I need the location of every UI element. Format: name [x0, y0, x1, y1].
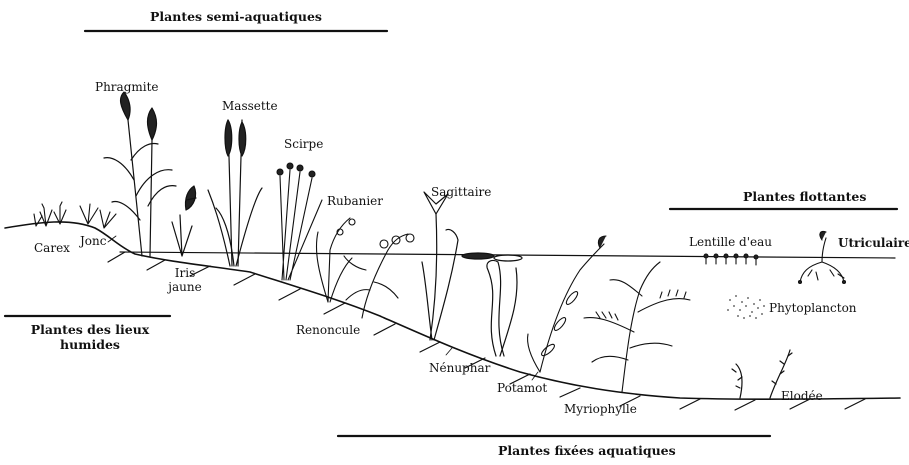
label-lentille-deau: Lentille d'eau: [689, 235, 772, 249]
myriophylle-drawing: [584, 262, 690, 392]
label-scirpe: Scirpe: [284, 137, 323, 151]
label-nenuphar: Nénuphar: [429, 361, 490, 375]
scirpe-drawing: [277, 163, 322, 280]
label-potamot: Potamot: [497, 381, 547, 395]
label-phytoplancton: Phytoplancton: [769, 301, 857, 315]
label-massette: Massette: [222, 99, 278, 113]
massette-drawing: [208, 120, 262, 266]
label-renoncule: Renoncule: [296, 323, 360, 337]
potamot-drawing: [528, 236, 607, 372]
sagittaire-drawing: [422, 192, 458, 340]
wet-places-heading-line2: humides: [6, 337, 174, 352]
wet-places-plants-heading: Plantes des lieux humides: [6, 322, 174, 352]
label-myriophylle: Myriophylle: [564, 402, 637, 416]
soil-hatching: [108, 252, 865, 410]
lentille-drawing: [704, 254, 758, 265]
iris-drawing: [172, 186, 196, 256]
label-carex: Carex: [34, 241, 70, 255]
label-utriculaire: Utriculaire: [838, 236, 909, 250]
semi-aquatic-plants-heading: Plantes semi-aquatiques: [150, 9, 322, 24]
fixed-aquatic-plants-heading: Plantes fixées aquatiques: [498, 443, 676, 458]
phytoplancton-drawing: [727, 295, 765, 319]
renoncule-drawing: [344, 234, 414, 318]
label-phragmite: Phragmite: [95, 80, 159, 94]
nenuphar-drawing: [462, 253, 522, 356]
label-sagittaire: Sagittaire: [431, 185, 491, 199]
label-iris-jaune: Iris jaune: [168, 266, 202, 294]
floating-plants-heading: Plantes flottantes: [743, 189, 866, 204]
label-iris-line1: Iris: [168, 266, 202, 280]
label-iris-line2: jaune: [168, 280, 202, 294]
wet-places-heading-line1: Plantes des lieux: [6, 322, 174, 337]
label-jonc: Jonc: [80, 234, 106, 248]
phragmite-drawing: [104, 92, 176, 256]
rubanier-drawing: [316, 218, 355, 302]
label-elodee: Elodée: [781, 389, 823, 403]
label-rubanier: Rubanier: [327, 194, 383, 208]
